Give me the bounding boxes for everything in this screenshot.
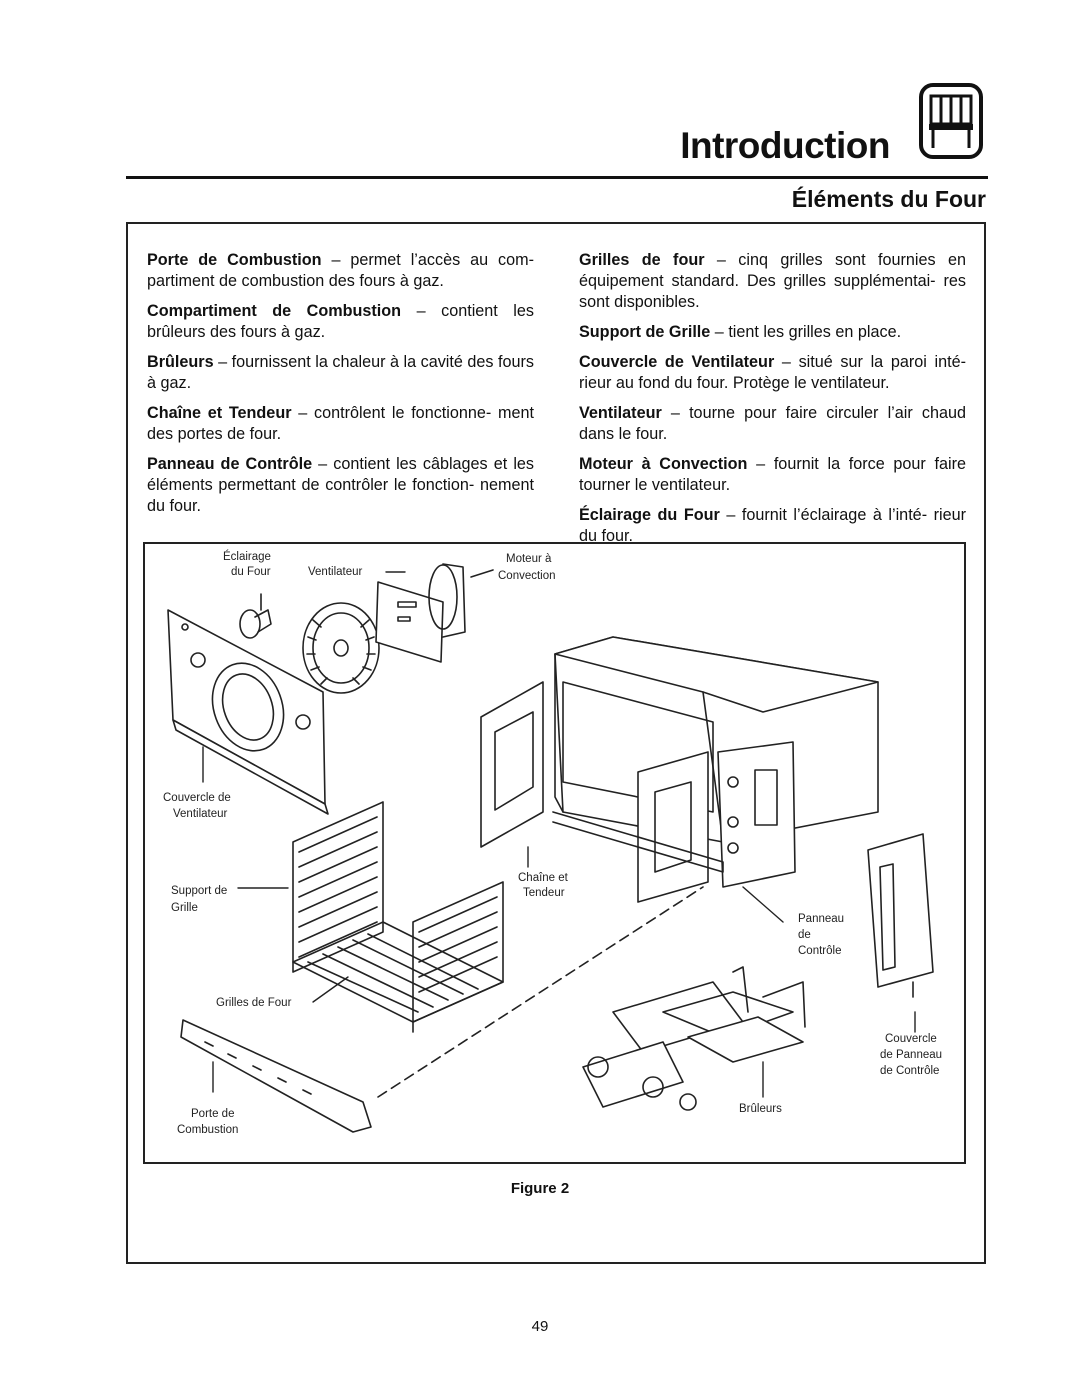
label-chaine-2: Tendeur bbox=[523, 887, 565, 899]
figure-frame bbox=[143, 542, 966, 1164]
label-eclairage-1: Éclairage bbox=[223, 550, 271, 563]
right-column: Grilles de four – cinq grilles sont four… bbox=[579, 250, 966, 556]
label-panneau-1: Panneau bbox=[798, 913, 844, 925]
definition-item: Ventilateur – tourne pour faire circuler… bbox=[579, 404, 967, 443]
page-title: Introduction bbox=[680, 125, 890, 166]
definition-item: Moteur à Convection – fournit la force p… bbox=[579, 455, 966, 494]
label-couvercle-vent-2: Ventilateur bbox=[173, 808, 228, 820]
label-bruleurs: Brûleurs bbox=[739, 1103, 782, 1115]
rack-support bbox=[292, 801, 504, 1033]
label-couvercle-vent-1: Couvercle de bbox=[163, 792, 231, 804]
fan-cover-plate bbox=[167, 609, 329, 815]
fan-wheel bbox=[302, 602, 380, 694]
label-couv-panneau-2: de Panneau bbox=[880, 1049, 942, 1061]
definition-item: Panneau de Contrôle – contient les câbla… bbox=[147, 455, 535, 515]
figure-caption: Figure 2 bbox=[510, 1180, 570, 1197]
header-rule bbox=[126, 176, 988, 179]
content-frame bbox=[126, 222, 986, 1264]
definition-item: Couvercle de Ventilateur – situé sur la … bbox=[579, 353, 966, 392]
oven-light bbox=[239, 593, 272, 639]
definition-item: Porte de Combustion – permet l’accès au … bbox=[147, 251, 534, 290]
oven-body bbox=[480, 636, 879, 903]
label-ventilateur: Ventilateur bbox=[308, 566, 363, 578]
definition-item: Support de Grille – tient les grilles en… bbox=[579, 323, 902, 341]
label-porte-1: Porte de bbox=[191, 1108, 234, 1120]
definition-item: Chaîne et Tendeur – contrôlent le foncti… bbox=[147, 404, 535, 443]
label-grilles: Grilles de Four bbox=[216, 997, 292, 1009]
label-couv-panneau-1: Couvercle bbox=[885, 1033, 937, 1045]
definition-item: Grilles de four – cinq grilles sont four… bbox=[579, 251, 966, 311]
control-panel-cover bbox=[867, 833, 934, 998]
section-title: Éléments du Four bbox=[791, 186, 986, 212]
label-chaine-1: Chaîne et bbox=[518, 872, 569, 884]
definition-item: Brûleurs – fournissent la chaleur à la c… bbox=[147, 353, 534, 392]
definition-item: Compartiment de Combustion – contient le… bbox=[147, 302, 534, 341]
burner-assembly bbox=[582, 966, 806, 1111]
page-number: 49 bbox=[531, 1318, 549, 1335]
label-couv-panneau-3: de Contrôle bbox=[880, 1065, 939, 1077]
oven-icon bbox=[919, 83, 983, 159]
convection-motor bbox=[375, 563, 494, 663]
label-panneau-2: de bbox=[798, 929, 811, 941]
label-moteur-1: Moteur à bbox=[506, 553, 552, 565]
label-eclairage-2: du Four bbox=[231, 566, 271, 578]
left-column: Porte de Combustion – permet l’accès au … bbox=[147, 250, 534, 526]
label-moteur-2: Convection bbox=[498, 570, 556, 582]
label-porte-2: Combustion bbox=[177, 1124, 238, 1136]
definition-item: Éclairage du Four – fournit l’éclairage … bbox=[579, 506, 967, 545]
label-support-1: Support de bbox=[171, 885, 227, 897]
label-support-2: Grille bbox=[171, 902, 198, 914]
combustion-door bbox=[180, 1019, 372, 1133]
label-panneau-3: Contrôle bbox=[798, 945, 841, 957]
exploded-oven-diagram: Éclairage du Four Ventilateur Moteur à C… bbox=[163, 550, 942, 1136]
